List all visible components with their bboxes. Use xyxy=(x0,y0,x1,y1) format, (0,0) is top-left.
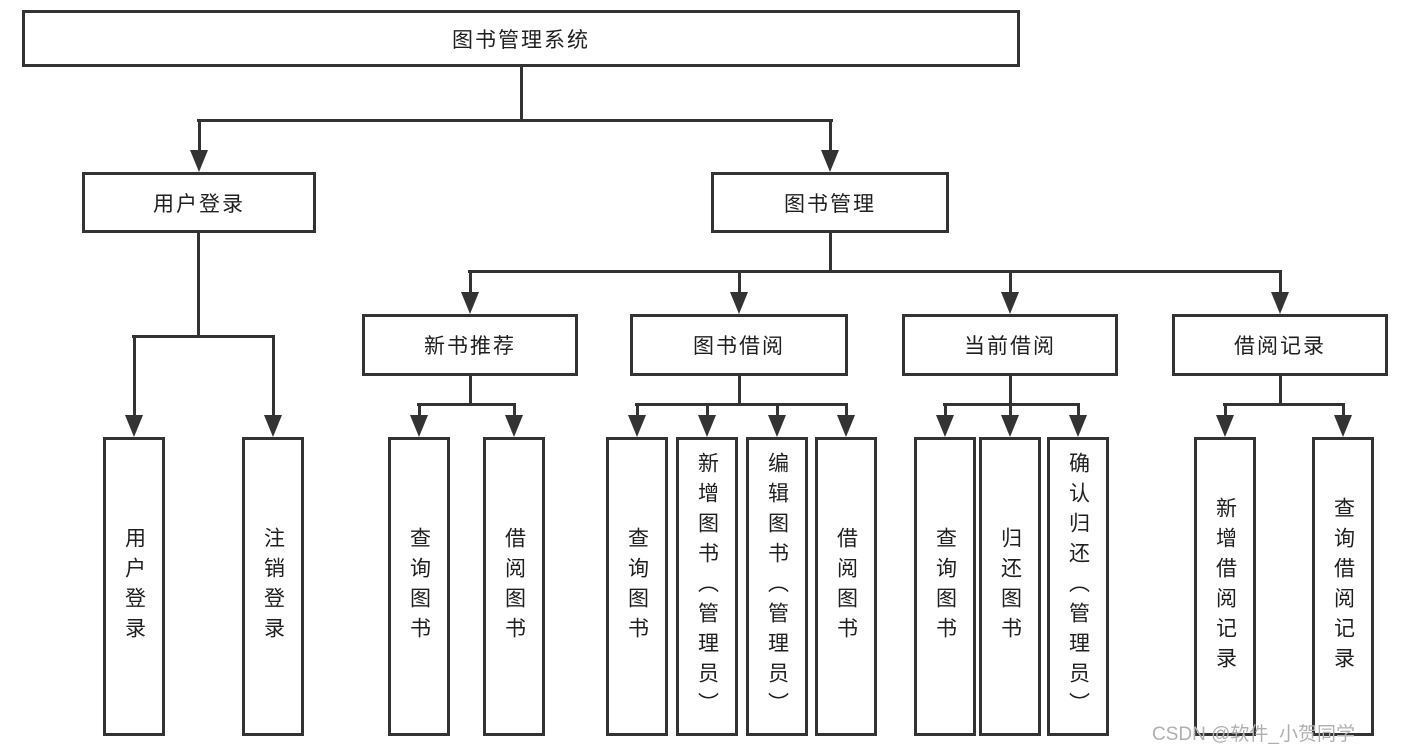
node-book-borrowing: 图书借阅 xyxy=(630,314,848,376)
leaf-query-books-current: 查询图书 xyxy=(914,437,976,736)
line-segment xyxy=(1223,403,1345,406)
line-segment xyxy=(776,403,779,417)
leaf-query-borrow-record: 查询借阅记录 xyxy=(1312,437,1374,736)
line-segment xyxy=(418,403,421,417)
line-segment xyxy=(1077,403,1080,417)
line-segment xyxy=(272,335,275,417)
leaf-label: 注销登录 xyxy=(261,526,285,647)
leaf-add-books-admin: 新增图书（管理员） xyxy=(676,437,738,736)
line-segment xyxy=(1279,270,1282,298)
node-label: 图书管理系统 xyxy=(452,28,590,52)
line-segment xyxy=(198,119,201,155)
arrowhead-down-icon xyxy=(461,292,479,314)
leaf-label: 查询图书 xyxy=(933,526,957,647)
node-label: 图书借阅 xyxy=(693,335,785,358)
leaf-label: 新增借阅记录 xyxy=(1213,496,1237,677)
arrowhead-down-icon xyxy=(837,415,855,437)
node-library-management-system: 图书管理系统 xyxy=(22,10,1020,67)
node-new-book-recommendation: 新书推荐 xyxy=(362,314,578,376)
line-segment xyxy=(944,403,947,417)
arrowhead-down-icon xyxy=(410,415,428,437)
leaf-borrow-books-newbook: 借阅图书 xyxy=(483,437,545,736)
arrowhead-down-icon xyxy=(1001,292,1019,314)
node-current-borrowing: 当前借阅 xyxy=(902,314,1118,376)
node-label: 借阅记录 xyxy=(1234,335,1326,358)
arrowhead-down-icon xyxy=(505,415,523,437)
leaf-user-login: 用户登录 xyxy=(103,437,165,736)
line-segment xyxy=(845,403,848,417)
leaf-label: 查询图书 xyxy=(625,526,649,647)
line-segment xyxy=(1009,403,1012,417)
line-segment xyxy=(197,231,200,338)
line-segment xyxy=(417,403,516,406)
line-segment xyxy=(1009,373,1012,406)
leaf-query-books-borrowing: 查询图书 xyxy=(606,437,668,736)
node-label: 图书管理 xyxy=(784,192,876,216)
leaf-label: 借阅图书 xyxy=(834,526,858,647)
line-segment xyxy=(468,270,1282,273)
arrowhead-down-icon xyxy=(1216,415,1234,437)
line-segment xyxy=(132,335,275,338)
leaf-borrow-books-borrowing: 借阅图书 xyxy=(815,437,877,736)
leaf-label: 用户登录 xyxy=(122,526,146,647)
arrowhead-down-icon xyxy=(821,150,839,172)
arrowhead-down-icon xyxy=(1271,292,1289,314)
line-segment xyxy=(1279,373,1282,406)
leaf-label: 借阅图书 xyxy=(502,526,526,647)
line-segment xyxy=(738,270,741,298)
arrowhead-down-icon xyxy=(125,415,143,437)
line-segment xyxy=(1009,270,1012,298)
line-segment xyxy=(706,403,709,417)
line-segment xyxy=(1224,403,1227,417)
arrowhead-down-icon xyxy=(1001,415,1019,437)
arrowhead-down-icon xyxy=(1334,415,1352,437)
node-label: 当前借阅 xyxy=(964,335,1056,358)
leaf-label: 确认归还（管理员） xyxy=(1066,451,1090,722)
line-segment xyxy=(133,335,136,417)
line-segment xyxy=(829,119,832,155)
arrowhead-down-icon xyxy=(730,292,748,314)
node-borrowing-records: 借阅记录 xyxy=(1172,314,1388,376)
leaf-edit-books-admin: 编辑图书（管理员） xyxy=(746,437,808,736)
line-segment xyxy=(197,119,833,122)
arrowhead-down-icon xyxy=(698,415,716,437)
line-segment xyxy=(513,403,516,417)
leaf-return-books: 归还图书 xyxy=(979,437,1041,736)
csdn-watermark: CSDN @软件_小贺同学 xyxy=(1152,724,1355,745)
line-segment xyxy=(635,403,848,406)
leaf-label: 新增图书（管理员） xyxy=(695,451,719,722)
line-segment xyxy=(469,373,472,406)
line-segment xyxy=(469,270,472,298)
arrowhead-down-icon xyxy=(1069,415,1087,437)
leaf-label: 编辑图书（管理员） xyxy=(765,451,789,722)
line-segment xyxy=(520,65,523,122)
line-segment xyxy=(636,403,639,417)
arrowhead-down-icon xyxy=(936,415,954,437)
leaf-label: 查询借阅记录 xyxy=(1331,496,1355,677)
node-label: 用户登录 xyxy=(153,192,245,216)
arrowhead-down-icon xyxy=(190,150,208,172)
node-book-management: 图书管理 xyxy=(711,172,949,233)
leaf-logout: 注销登录 xyxy=(242,437,304,736)
line-segment xyxy=(738,373,741,406)
arrowhead-down-icon xyxy=(768,415,786,437)
arrowhead-down-icon xyxy=(628,415,646,437)
leaf-label: 查询图书 xyxy=(407,526,431,647)
node-label: 新书推荐 xyxy=(424,335,516,358)
leaf-add-borrow-record: 新增借阅记录 xyxy=(1194,437,1256,736)
leaf-label: 归还图书 xyxy=(998,526,1022,647)
node-user-login: 用户登录 xyxy=(82,172,316,233)
leaf-query-books-newbook: 查询图书 xyxy=(388,437,450,736)
line-segment xyxy=(829,231,832,273)
arrowhead-down-icon xyxy=(264,415,282,437)
line-segment xyxy=(1342,403,1345,417)
leaf-confirm-return-admin: 确认归还（管理员） xyxy=(1047,437,1109,736)
